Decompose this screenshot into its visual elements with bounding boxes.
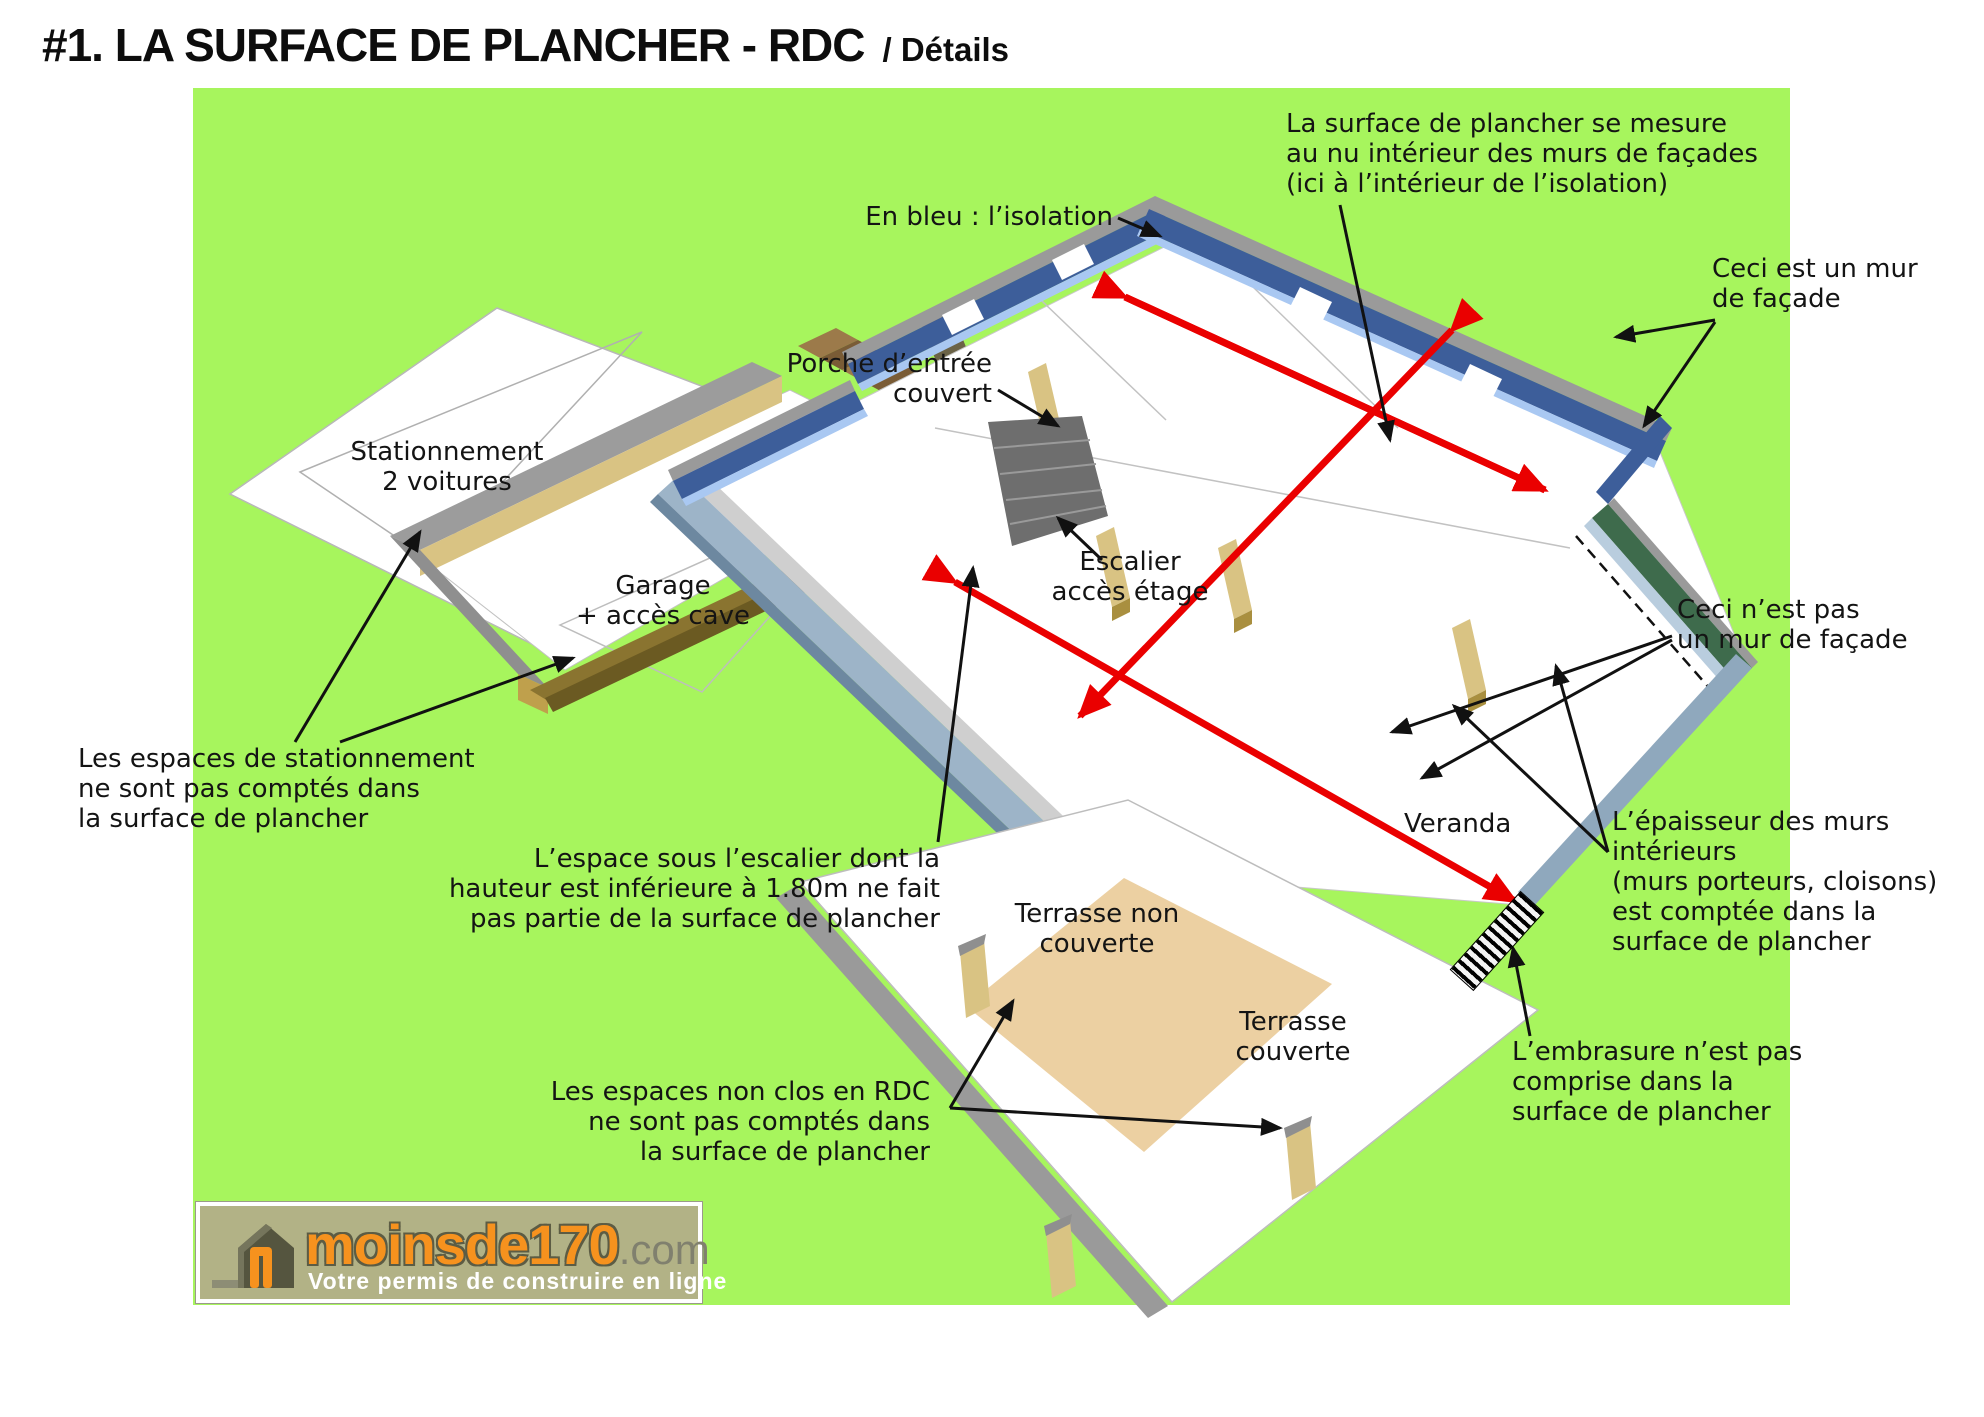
label-veranda: Veranda [1404, 809, 1512, 839]
logo-banner[interactable]: moinsde170.com Votre permis de construir… [196, 1202, 726, 1303]
logo-brand-text: moinsde170 [305, 1213, 620, 1276]
note-porche: Porche d’entrée couvert [786, 349, 992, 409]
note-non-clos: Les espaces non clos en RDC ne sont pas … [550, 1077, 930, 1167]
note-murs-interieurs: L’épaisseur des murs intérieurs (murs po… [1612, 807, 1938, 957]
measure-arrow-red-a [1091, 270, 1549, 494]
terrace-posts [958, 934, 1316, 1298]
leader-arrows [293, 204, 1717, 1136]
isolation-strip-w [682, 409, 868, 506]
terrace [776, 799, 1540, 1318]
logo-tld-text: .com [618, 1226, 710, 1273]
veranda-glass-roof [1592, 504, 1752, 682]
note-sous-escalier: L’espace sous l’escalier dont la hauteur… [448, 844, 940, 934]
note-pas-mur-facade: Ceci n’est pas un mur de façade [1677, 595, 1908, 655]
page-title: #1. LA SURFACE DE PLANCHER - RDC / Détail… [42, 18, 1009, 72]
note-measure: La surface de plancher se mesure au nu i… [1286, 109, 1758, 199]
label-garage: Garage + accès cave [576, 571, 750, 631]
note-mur-facade: Ceci est un mur de façade [1712, 254, 1918, 314]
label-stationnement: Stationnement 2 voitures [350, 437, 544, 497]
label-terrasse-non-couverte: Terrasse non couverte [1014, 899, 1180, 959]
note-isolation: En bleu : l’isolation [865, 202, 1113, 232]
title-suffix: / Détails [882, 31, 1010, 68]
veranda-se-wall [1518, 654, 1752, 906]
isolation-strip-n [858, 228, 1175, 391]
label-escalier: Escalier accès étage [1051, 547, 1209, 607]
logo-wordmark: moinsde170.com [305, 1212, 710, 1277]
garage-wall-cap [390, 362, 782, 550]
veranda-walls [1518, 498, 1758, 906]
garage-wall-tan [420, 376, 782, 576]
title-main: #1. LA SURFACE DE PLANCHER - RDC [42, 19, 865, 71]
terrace-uncovered-floor [966, 878, 1332, 1152]
note-embrasure: L’embrasure n’est pas comprise dans la s… [1512, 1037, 1803, 1127]
note-stationnement: Les espaces de stationnement ne sont pas… [78, 744, 475, 834]
logo-house-icon [212, 1224, 294, 1288]
label-terrasse-couverte: Terrasse couverte [1235, 1007, 1351, 1067]
parking-marker-1 [298, 331, 643, 561]
logo-tagline: Votre permis de construire en ligne [308, 1268, 728, 1294]
